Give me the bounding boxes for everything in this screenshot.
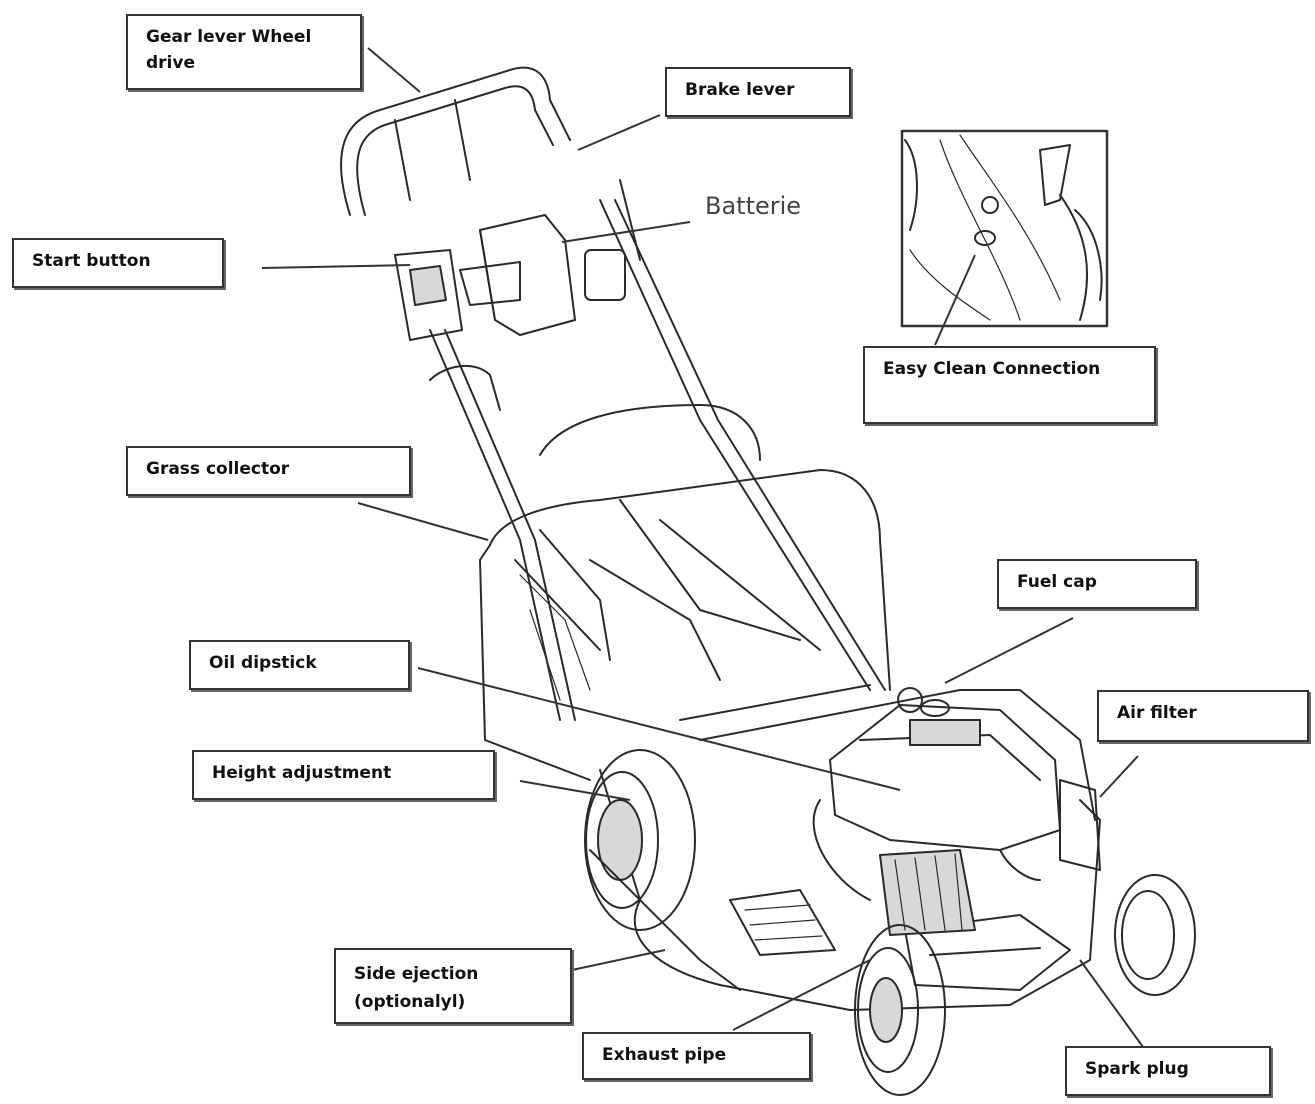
rear-left-wheel xyxy=(584,749,696,931)
grass-collector-label: Grass collector xyxy=(126,446,411,496)
fuel-cap-label: Fuel cap xyxy=(997,559,1197,609)
height-adjustment-label: Height adjustment xyxy=(192,750,495,800)
handle-bar xyxy=(340,66,571,216)
front-right-wheel xyxy=(1114,874,1196,996)
start-button-label: Start button xyxy=(12,238,224,288)
side-ejection-label: Side ejection (optionalyl) xyxy=(334,948,572,1024)
easy-clean-inset xyxy=(900,129,1109,328)
exhaust-pipe-label: Exhaust pipe xyxy=(582,1032,811,1080)
spark-plug-label: Spark plug xyxy=(1065,1046,1271,1096)
gear-lever-label: Gear lever Wheel drive xyxy=(126,14,362,90)
leader-lines xyxy=(261,47,1144,1048)
batterie-label: Batterie xyxy=(705,192,802,220)
mower-deck xyxy=(633,799,1101,1011)
air-filter-label: Air filter xyxy=(1097,690,1309,742)
front-left-wheel xyxy=(854,924,946,1096)
side-ejection-plate xyxy=(729,889,836,956)
grass-collector xyxy=(489,469,891,691)
oil-dipstick-label: Oil dipstick xyxy=(189,640,410,690)
brake-lever-label: Brake lever xyxy=(665,67,851,117)
start-button-housing xyxy=(394,249,463,341)
easy-clean-label: Easy Clean Connection xyxy=(863,346,1156,424)
